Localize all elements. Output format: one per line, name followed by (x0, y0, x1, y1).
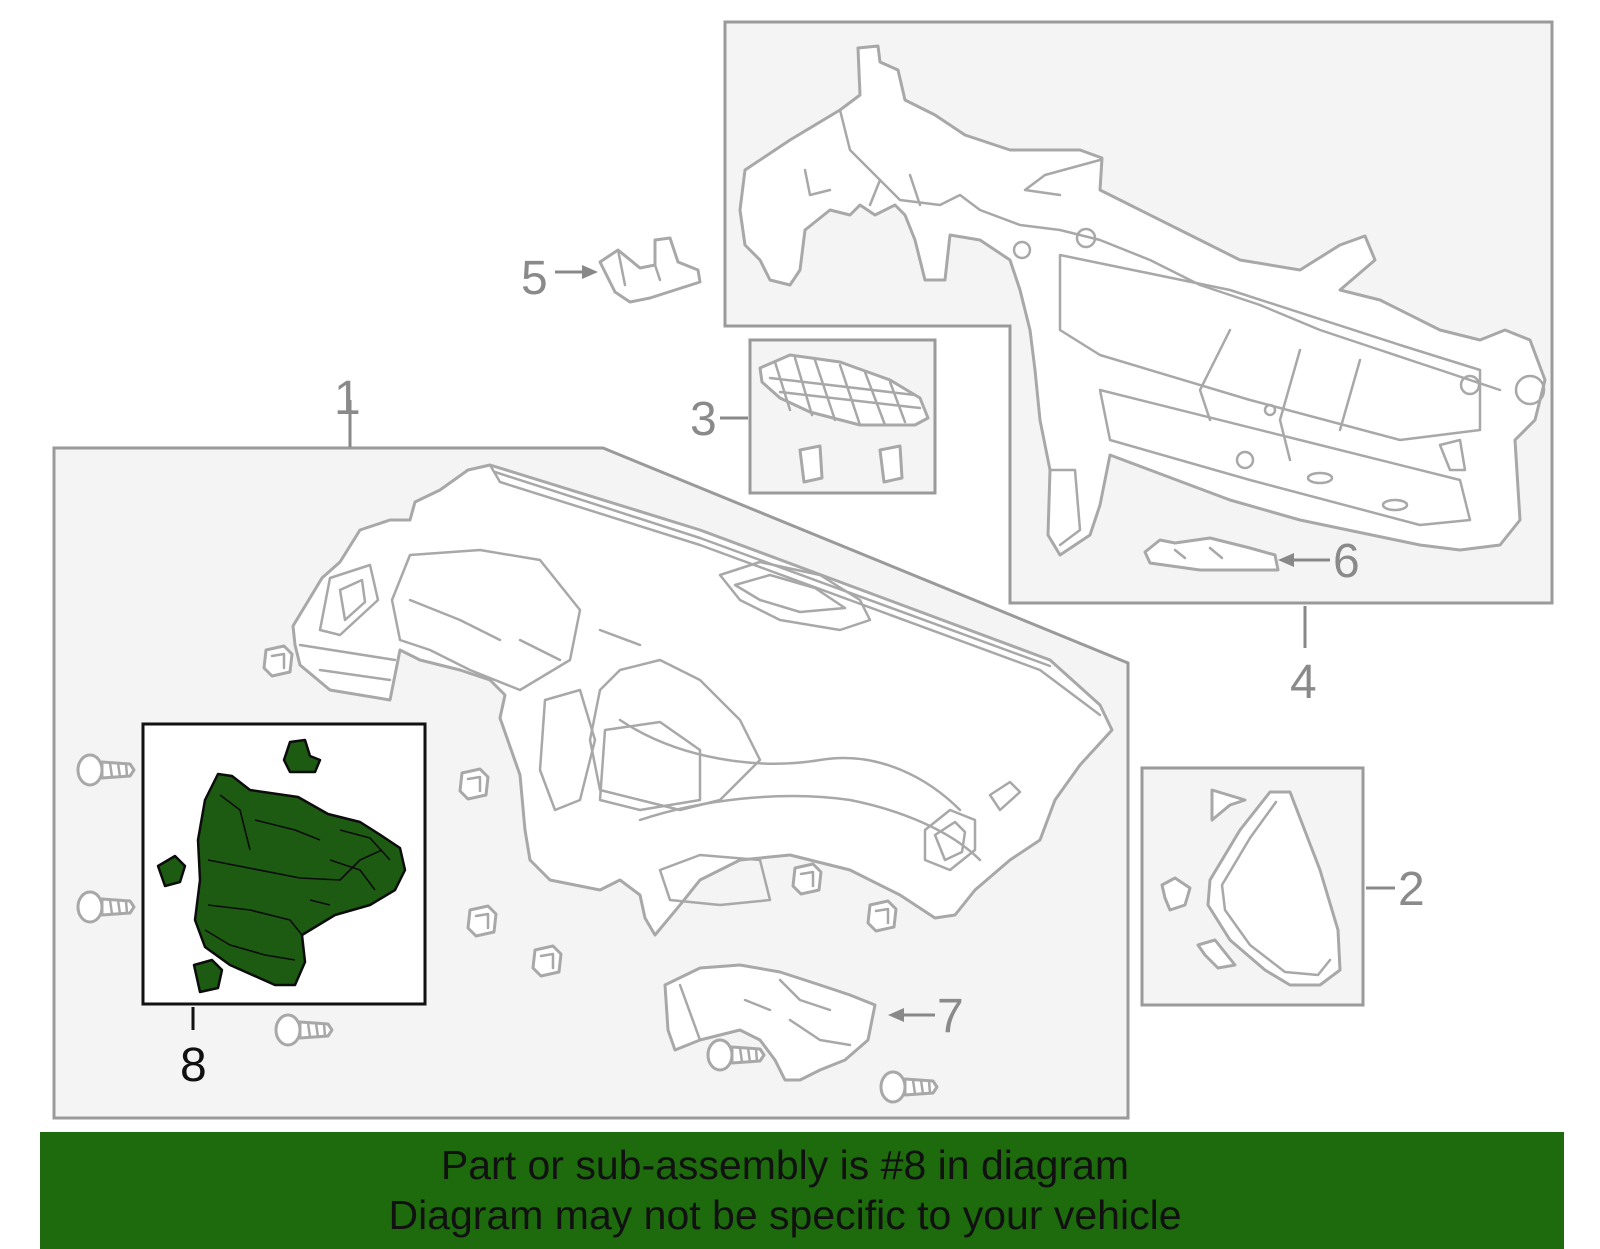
callout-1: 1 (334, 372, 361, 425)
callout-8: 8 (180, 1039, 207, 1092)
highlighted-duct-part-8 (156, 738, 407, 994)
info-banner: Part or sub-assembly is #8 in diagram Di… (40, 1132, 1564, 1249)
instrument-panel-part-1 (291, 463, 1114, 937)
banner-part-message: Part or sub-assembly is #8 in diagram (440, 1142, 1130, 1188)
callout-6: 6 (1333, 535, 1360, 588)
banner-disclaimer: Diagram may not be specific to your vehi… (388, 1192, 1182, 1238)
callout-4: 4 (1290, 656, 1317, 709)
speaker-grille-part-3 (758, 353, 930, 484)
callout-5: 5 (521, 252, 548, 305)
callout-3: 3 (690, 393, 717, 446)
cover-part-2 (1160, 788, 1342, 987)
bracket-part-5 (598, 236, 702, 304)
callout-7: 7 (937, 990, 964, 1043)
bracket-part-6 (1143, 536, 1280, 572)
callout-2: 2 (1398, 863, 1425, 916)
dashboard-frame-part (738, 44, 1547, 557)
duct-part-7 (663, 963, 877, 1082)
